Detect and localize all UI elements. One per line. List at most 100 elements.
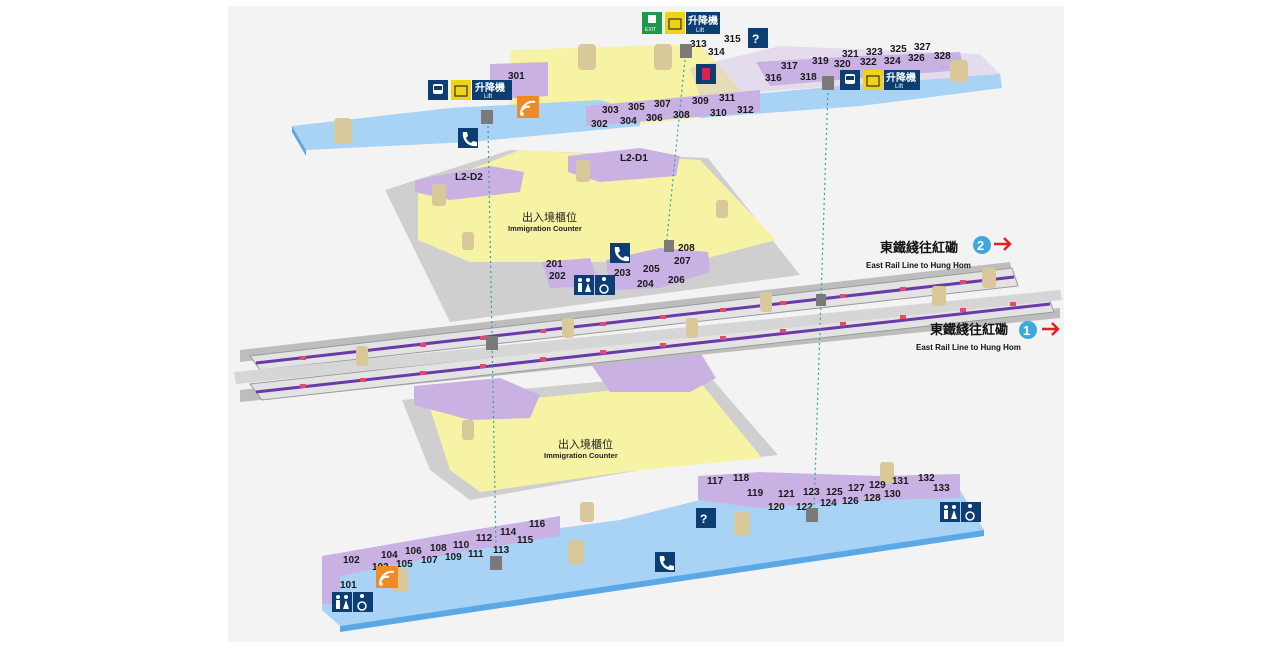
platform-1-number: 1: [1023, 323, 1030, 338]
shop-314: 314: [708, 47, 725, 58]
lift-label-en: Lift: [696, 28, 704, 34]
shop-104: 104: [381, 550, 398, 561]
shop-102: 102: [343, 555, 360, 566]
toilet-accessible-icon: [332, 592, 373, 612]
train-doors: [300, 280, 1016, 388]
shop-122: 122: [796, 502, 813, 513]
level3-shop-strip-mid: [586, 90, 760, 126]
shop-121: 121: [778, 489, 795, 500]
shop-315: 315: [724, 34, 741, 45]
shop-111: 111: [468, 549, 484, 560]
shop-107: 107: [421, 555, 438, 566]
level1-shop-strip-left: [322, 516, 560, 604]
shop-322: 322: [860, 57, 877, 68]
level2-immigration-en: Immigration Counter: [508, 224, 582, 233]
level2-shops-right: [606, 248, 710, 290]
lift-label-zh: 升降機: [688, 14, 718, 27]
shop-114: 114: [500, 527, 517, 538]
shop-203: 203: [614, 268, 631, 279]
shop-308: 308: [673, 110, 690, 121]
shop-319: 319: [812, 56, 829, 67]
shop-320: 320: [834, 59, 851, 70]
shop-123: 123: [803, 487, 820, 498]
shop-132: 132: [918, 473, 935, 484]
exit-l2-d2: L2-D2: [455, 172, 483, 183]
shop-131: 131: [892, 476, 909, 487]
svg-text:?: ?: [752, 32, 759, 46]
shop-303: 303: [602, 105, 619, 116]
level1-concourse-edge: [340, 530, 984, 632]
shop-204: 204: [637, 279, 654, 290]
shop-105: 105: [396, 559, 413, 570]
wifi-icon: [376, 566, 398, 588]
platform-1-direction: 東鐵綫往紅磡 East Rail Line to Hung Hom 1: [916, 321, 1060, 352]
shop-124: 124: [820, 498, 837, 509]
shop-328: 328: [934, 51, 951, 62]
island-platform: [234, 290, 1062, 384]
phone-icon: [458, 128, 478, 148]
shop-133: 133: [933, 483, 950, 494]
shop-205: 205: [643, 264, 660, 275]
shop-206: 206: [668, 275, 685, 286]
platform-2-direction: 東鐵綫往紅磡 East Rail Line to Hung Hom 2: [866, 236, 1012, 270]
arrow-right-icon: [994, 237, 1012, 251]
toilet-accessible-icon: [574, 275, 615, 295]
shop-127: 127: [848, 483, 865, 494]
exit-l2-d1-block: [568, 148, 680, 182]
shop-310: 310: [710, 108, 727, 119]
shop-201: 201: [546, 259, 563, 270]
level3-concourse-left: [292, 100, 640, 150]
shop-109: 109: [445, 552, 462, 563]
platform-2-label-en: East Rail Line to Hung Hom: [866, 261, 971, 270]
lift-label-zh: 升降機: [886, 71, 916, 84]
wifi-icon: [517, 96, 539, 118]
shop-110: 110: [453, 540, 470, 551]
level3-shop-strip-right: [756, 52, 964, 86]
level-3: [292, 44, 1002, 156]
shop-208: 208: [678, 243, 695, 254]
lift-car-icon: [481, 44, 834, 570]
platform-1-label-en: East Rail Line to Hung Hom: [916, 343, 1021, 352]
columns: [334, 44, 996, 592]
platform-2-label-zh: 東鐵綫往紅磡: [880, 240, 958, 255]
svg-text:?: ?: [700, 512, 707, 526]
level-1: [322, 352, 984, 632]
level1-shop-strip-right: [698, 472, 960, 508]
level1-concourse: [322, 490, 984, 626]
shop-112: 112: [476, 533, 493, 544]
arrow-right-icon: [1042, 322, 1060, 336]
level3-shop-labels: 301 302 303 304 305 306 307 308 309 310 …: [508, 34, 951, 130]
shop-306: 306: [646, 113, 663, 124]
train-lower-stripe: [255, 302, 1051, 394]
shop-202: 202: [549, 271, 566, 282]
lift-sign-right: 升降機 Lift: [840, 70, 920, 90]
shop-324: 324: [884, 56, 901, 67]
shop-119: 119: [747, 488, 764, 499]
shop-313: 313: [690, 39, 707, 50]
shop-321: 321: [842, 49, 859, 60]
level1-purple-block: [414, 378, 540, 420]
lift-label-en: Lift: [895, 84, 903, 90]
shop-307: 307: [654, 99, 671, 110]
shop-323: 323: [866, 47, 883, 58]
exit-label: EXIT: [645, 27, 656, 33]
phone-icon: [655, 552, 675, 572]
shop-130: 130: [884, 489, 901, 500]
shop-317: 317: [781, 61, 798, 72]
shop-207: 207: [674, 256, 691, 267]
level1-immigration-en: Immigration Counter: [544, 451, 618, 460]
shop-101: 101: [340, 580, 357, 591]
shop-126: 126: [842, 496, 859, 507]
shop-117: 117: [707, 476, 724, 487]
shop-120: 120: [768, 502, 785, 513]
level2-immigration-zh: 出入境櫃位: [522, 210, 577, 224]
shop-325: 325: [890, 44, 907, 55]
shop-311: 311: [719, 93, 736, 104]
platforms: [234, 262, 1062, 402]
lift-icon: [665, 12, 685, 34]
platform-1-badge: [1019, 321, 1037, 339]
level3-concourse-right: [690, 74, 1002, 118]
shop-309: 309: [692, 96, 709, 107]
lift-icon: [863, 70, 883, 90]
